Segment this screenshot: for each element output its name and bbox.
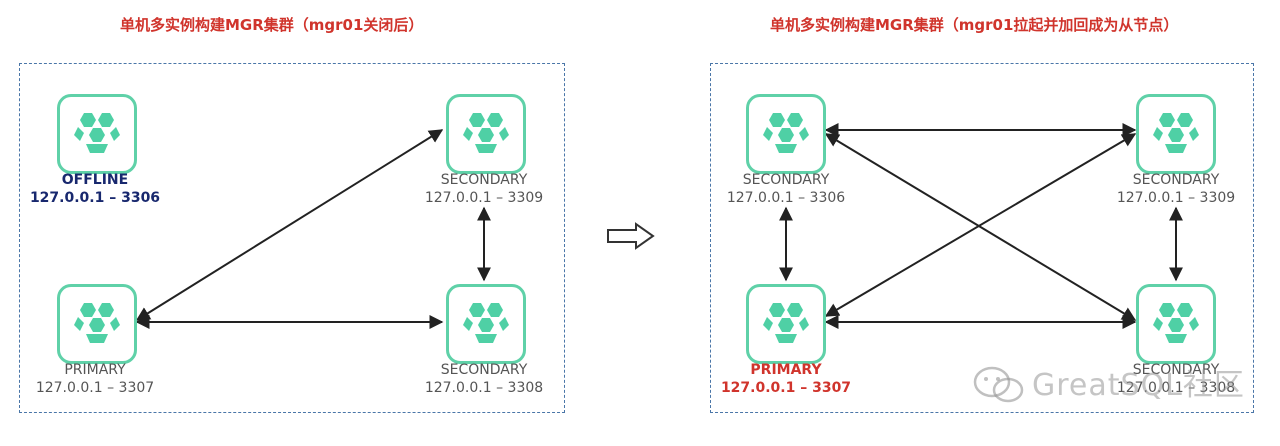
- left-panel: [19, 63, 565, 413]
- transition-arrow-icon: [607, 222, 655, 250]
- node-role-label: OFFLINE: [61, 172, 129, 188]
- node-address-label: 127.0.0.1 – 3307: [720, 380, 852, 396]
- node-role-label: SECONDARY: [440, 172, 528, 188]
- node-address-label: 127.0.0.1 – 3309: [424, 190, 544, 206]
- mysql-cluster-icon: [463, 303, 509, 343]
- link-3307-3309: [135, 129, 444, 321]
- node-mgr01-3306: [57, 94, 137, 174]
- wechat-icon: [973, 366, 1024, 403]
- node-role-label: SECONDARY: [1132, 172, 1220, 188]
- node-role-label: SECONDARY: [1132, 362, 1220, 378]
- left-panel-title: 单机多实例构建MGR集群（mgr01关闭后）: [120, 16, 424, 34]
- node-role-label: PRIMARY: [64, 362, 126, 378]
- mysql-cluster-icon: [1153, 113, 1199, 153]
- node-mgr01-3306: [746, 94, 826, 174]
- node-mgr03-3308: [446, 284, 526, 364]
- mysql-cluster-icon: [763, 303, 809, 343]
- node-role-label: SECONDARY: [742, 172, 830, 188]
- node-mgr04-3309: [446, 94, 526, 174]
- mysql-cluster-icon: [463, 113, 509, 153]
- node-mgr04-3309: [1136, 94, 1216, 174]
- node-address-label: 127.0.0.1 – 3309: [1116, 190, 1236, 206]
- node-role-label: SECONDARY: [440, 362, 528, 378]
- node-address-label: 127.0.0.1 – 3308: [424, 380, 544, 396]
- right-panel-title: 单机多实例构建MGR集群（mgr01拉起并加回成为从节点）: [770, 16, 1179, 34]
- node-address-label: 127.0.0.1 – 3308: [1116, 380, 1236, 396]
- mysql-cluster-icon: [74, 113, 120, 153]
- watermark-text: GreatSQL社区: [1032, 368, 1245, 403]
- node-mgr03-3308: [1136, 284, 1216, 364]
- node-role-label: PRIMARY: [750, 362, 822, 378]
- node-address-label: 127.0.0.1 – 3306: [726, 190, 846, 206]
- node-address-label: 127.0.0.1 – 3306: [29, 190, 161, 206]
- mysql-cluster-icon: [74, 303, 120, 343]
- node-mgr02-3307: [746, 284, 826, 364]
- mysql-cluster-icon: [1153, 303, 1199, 343]
- node-mgr02-3307: [57, 284, 137, 364]
- node-address-label: 127.0.0.1 – 3307: [35, 380, 155, 396]
- mysql-cluster-icon: [763, 113, 809, 153]
- link-r-3307-3309: [824, 133, 1137, 317]
- right-panel: [710, 63, 1254, 413]
